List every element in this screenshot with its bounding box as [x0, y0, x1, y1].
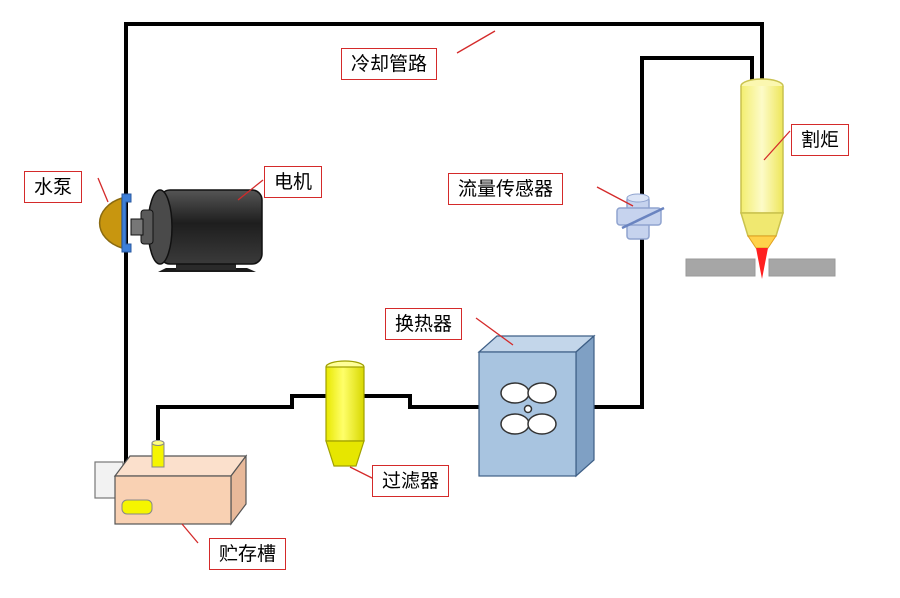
label-filter: 过滤器	[372, 465, 450, 497]
motor	[130, 189, 263, 272]
leader-lines	[97, 30, 791, 544]
cooling-pipe	[124, 22, 764, 508]
label-cooling-pipe: 冷却管路	[341, 48, 438, 80]
workpiece	[685, 258, 836, 277]
fan-icon	[500, 382, 557, 435]
pipe-exchanger-to-torch	[578, 56, 754, 409]
label-flow-sensor: 流量传感器	[448, 173, 564, 205]
filter	[325, 360, 365, 467]
storage-tank	[94, 440, 248, 526]
label-storage-tank: 贮存槽	[209, 538, 287, 570]
heat-exchanger	[477, 334, 596, 478]
label-water-pump: 水泵	[24, 171, 83, 203]
flame	[756, 248, 768, 279]
cutting-torch	[739, 78, 785, 279]
flow-sensor	[616, 193, 665, 240]
water-pump	[98, 193, 132, 253]
label-motor: 电机	[264, 166, 323, 198]
label-heat-exchanger: 换热器	[385, 308, 463, 340]
pipe-main-loop	[124, 22, 764, 508]
label-torch: 割炬	[791, 124, 850, 156]
pipe-tank-to-filter	[156, 394, 482, 440]
